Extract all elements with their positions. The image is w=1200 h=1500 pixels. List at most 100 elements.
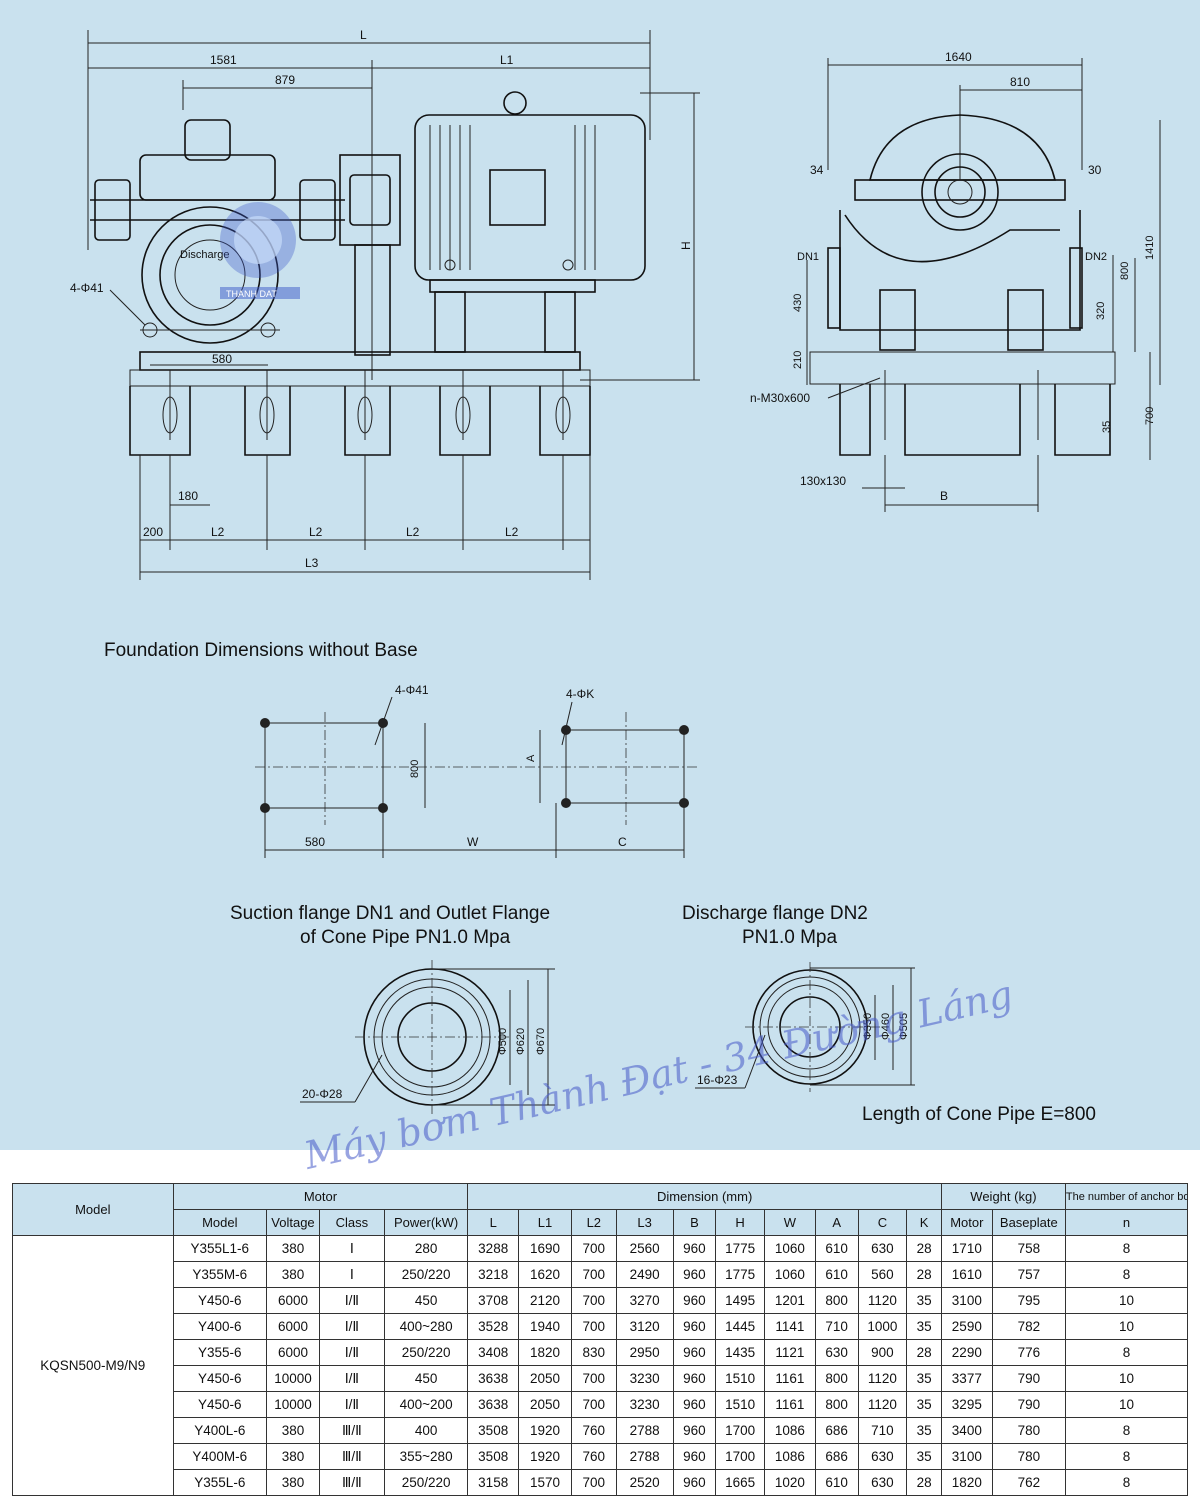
- subheader-cell: L2: [570, 1209, 617, 1236]
- table-cell: 610: [814, 1235, 859, 1262]
- table-cell: 3270: [615, 1287, 674, 1314]
- dim-800-side: 800: [1119, 262, 1131, 280]
- table-cell: 380: [266, 1235, 320, 1262]
- table-cell: 630: [814, 1339, 859, 1366]
- logo-text: THANH DAT: [226, 289, 277, 299]
- table-cell: 900: [857, 1339, 908, 1366]
- table-cell: 35: [906, 1313, 942, 1340]
- table-cell: 1820: [940, 1469, 993, 1496]
- table-cell: 1775: [715, 1235, 766, 1262]
- table-cell: 3288: [467, 1235, 520, 1262]
- table-cell: 1700: [715, 1443, 766, 1470]
- discharge-d350: Φ350: [862, 1013, 874, 1040]
- foundation-580: 580: [305, 835, 325, 849]
- table-cell: 1141: [764, 1313, 816, 1340]
- table-cell: 250/220: [383, 1469, 469, 1496]
- header-motor: Motor: [172, 1183, 469, 1210]
- subheader-cell: H: [715, 1209, 766, 1236]
- dim-L2-3: L2: [406, 525, 420, 539]
- table-cell: 710: [814, 1313, 859, 1340]
- suction-holes: 20-Φ28: [302, 1087, 343, 1101]
- table-cell: 2050: [518, 1365, 572, 1392]
- table-cell: 1690: [518, 1235, 572, 1262]
- table-cell: 6000: [266, 1339, 320, 1366]
- table-cell: 830: [570, 1339, 617, 1366]
- label-130x130: 130x130: [800, 474, 846, 488]
- table-cell: 3218: [467, 1261, 520, 1288]
- label-discharge: Discharge: [180, 249, 230, 261]
- table-cell: Y400L-6: [172, 1417, 268, 1444]
- table-cell: 250/220: [383, 1261, 469, 1288]
- front-view-dimensions: L 1581 L1 879 H: [87, 28, 700, 381]
- dim-L3: L3: [305, 556, 319, 570]
- foundation-800: 800: [409, 760, 421, 778]
- table-cell: 28: [906, 1261, 942, 1288]
- table-cell: 1120: [857, 1287, 908, 1314]
- technical-drawing: L 1581 L1 879 H Discharge THANH DAT: [0, 0, 1200, 1150]
- table-cell: 960: [672, 1339, 717, 1366]
- table-cell: Y450-6: [172, 1365, 268, 1392]
- table-header-row: Model Motor Dimension (mm) Weight (kg) T…: [12, 1183, 1189, 1236]
- table-cell: Y400-6: [172, 1313, 268, 1340]
- table-cell: 28: [906, 1235, 942, 1262]
- dim-L2-1: L2: [211, 525, 225, 539]
- table-cell: 960: [672, 1417, 717, 1444]
- dim-B: B: [940, 489, 948, 503]
- table-cell: 35: [906, 1287, 942, 1314]
- front-view-bottom-dims: 180 200 L2 L2 L2 L2 L3: [139, 455, 591, 580]
- discharge-title-1: Discharge flange DN2: [682, 903, 868, 924]
- table-cell: 1570: [518, 1469, 572, 1496]
- table-cell: 6000: [266, 1287, 320, 1314]
- table-cell: 1775: [715, 1261, 766, 1288]
- foundation-W: W: [467, 835, 479, 849]
- table-cell: 960: [672, 1313, 717, 1340]
- table-cell: 1120: [857, 1391, 908, 1418]
- table-cell: 760: [570, 1417, 617, 1444]
- table-cell: Ⅰ/Ⅱ: [318, 1287, 385, 1314]
- table-cell: 3638: [467, 1391, 520, 1418]
- table-cell: 3400: [940, 1417, 993, 1444]
- table-cell: 960: [672, 1443, 717, 1470]
- dim-L1: L1: [500, 53, 514, 67]
- table-cell: 10000: [266, 1391, 320, 1418]
- dim-320: 320: [1095, 302, 1107, 320]
- dim-34: 34: [810, 163, 824, 177]
- table-cell: 35: [906, 1443, 942, 1470]
- table-cell: 250/220: [383, 1339, 469, 1366]
- table-cell: 700: [570, 1287, 617, 1314]
- dim-879: 879: [275, 73, 295, 87]
- table-cell: Ⅰ/Ⅱ: [318, 1365, 385, 1392]
- subheader-cell: Motor: [940, 1209, 993, 1236]
- table-cell: 790: [991, 1365, 1066, 1392]
- subheader-cell: L: [467, 1209, 520, 1236]
- foundation-title: Foundation Dimensions without Base: [104, 640, 418, 661]
- table-cell: 1201: [764, 1287, 816, 1314]
- suction-d500: Φ500: [497, 1028, 509, 1055]
- table-cell: 1665: [715, 1469, 766, 1496]
- table-cell: 355~280: [383, 1443, 469, 1470]
- subheader-cell: L1: [518, 1209, 572, 1236]
- table-cell: 2120: [518, 1287, 572, 1314]
- subheader-cell: B: [672, 1209, 717, 1236]
- dim-210: 210: [792, 351, 804, 369]
- subheader-cell: L3: [615, 1209, 674, 1236]
- table-cell: 2788: [615, 1417, 674, 1444]
- table-cell: 710: [857, 1417, 908, 1444]
- table-cell: 2520: [615, 1469, 674, 1496]
- table-cell: 630: [857, 1469, 908, 1496]
- table-cell: 1120: [857, 1365, 908, 1392]
- table-cell: 3120: [615, 1313, 674, 1340]
- discharge-d505: Φ505: [898, 1013, 910, 1040]
- table-cell: 450: [383, 1365, 469, 1392]
- table-cell: 686: [814, 1443, 859, 1470]
- dim-1640: 1640: [945, 50, 972, 64]
- label-bolt: n-M30x600: [750, 391, 810, 405]
- table-cell: 400~200: [383, 1391, 469, 1418]
- table-cell: 1940: [518, 1313, 572, 1340]
- table-cell: 1121: [764, 1339, 816, 1366]
